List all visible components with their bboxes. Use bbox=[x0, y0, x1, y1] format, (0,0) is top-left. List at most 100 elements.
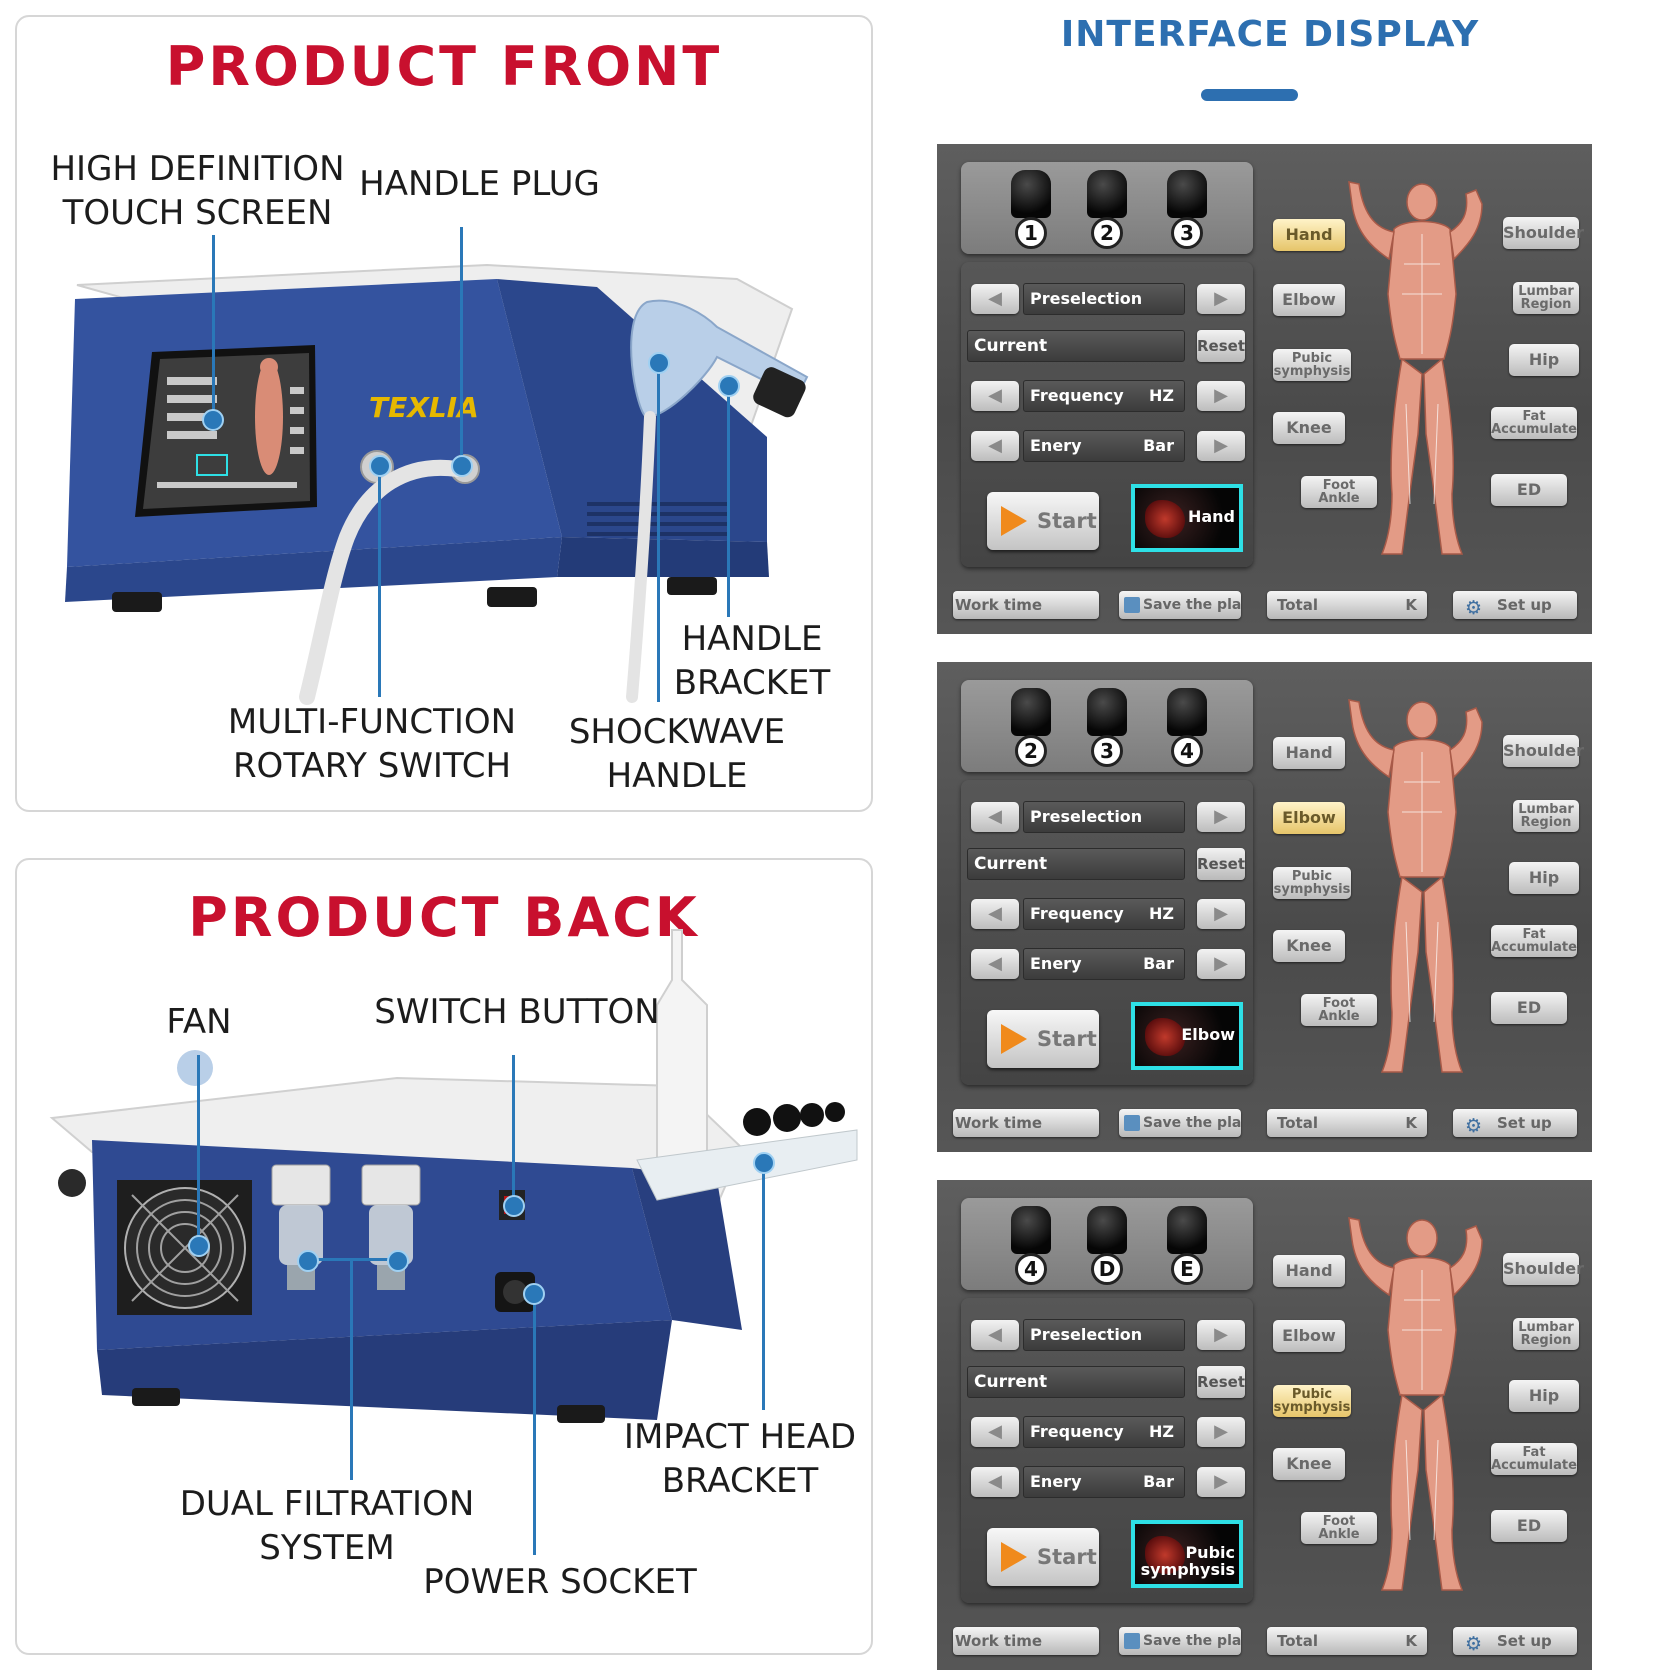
body-part-lumbar-region-button[interactable]: Lumbar Region bbox=[1513, 800, 1579, 832]
preselection-prev-button[interactable]: ◀ bbox=[971, 1320, 1019, 1350]
energy-field: Enery Bar bbox=[1023, 948, 1185, 980]
body-part-hand-button[interactable]: Hand bbox=[1273, 1255, 1345, 1287]
preselection-next-button[interactable]: ▶ bbox=[1197, 802, 1245, 832]
energy-next-button[interactable]: ▶ bbox=[1197, 1467, 1245, 1497]
frequency-prev-button[interactable]: ◀ bbox=[971, 899, 1019, 929]
energy-next-button[interactable]: ▶ bbox=[1197, 949, 1245, 979]
body-part-fat-accumulate-button[interactable]: Fat Accumulate bbox=[1491, 1443, 1577, 1475]
work-time-button[interactable]: Work time bbox=[953, 1627, 1099, 1655]
work-time-button[interactable]: Work time bbox=[953, 1109, 1099, 1137]
setup-button[interactable]: ⚙ Set up bbox=[1453, 1109, 1577, 1137]
start-button[interactable]: Start bbox=[987, 492, 1099, 550]
save-icon bbox=[1124, 597, 1140, 613]
head-number[interactable]: 2 bbox=[1015, 735, 1047, 767]
body-part-knee-button[interactable]: Knee bbox=[1273, 412, 1345, 444]
preselection-next-button[interactable]: ▶ bbox=[1197, 1320, 1245, 1350]
body-part-shoulder-button[interactable]: Shoulder bbox=[1503, 217, 1584, 249]
work-time-button[interactable]: Work time bbox=[953, 591, 1099, 619]
frequency-prev-button[interactable]: ◀ bbox=[971, 1417, 1019, 1447]
reset-button[interactable]: Reset bbox=[1197, 330, 1245, 362]
body-part-elbow-button[interactable]: Elbow bbox=[1273, 802, 1345, 834]
shockwave-handle-label-line2: HANDLE bbox=[606, 756, 748, 796]
setup-button[interactable]: ⚙ Set up bbox=[1453, 1627, 1577, 1655]
head-number[interactable]: 2 bbox=[1091, 217, 1123, 249]
body-part-foot-ankle-button[interactable]: Foot Ankle bbox=[1301, 1512, 1377, 1544]
start-label: Start bbox=[1037, 509, 1097, 533]
total-button[interactable]: Total K bbox=[1267, 591, 1427, 619]
controls-panel: ◀ Preselection ▶ Current Reset ◀ Frequen… bbox=[961, 262, 1253, 567]
body-part-image-icon bbox=[1145, 500, 1185, 538]
impact-head-icon bbox=[1011, 170, 1051, 218]
energy-prev-button[interactable]: ◀ bbox=[971, 1467, 1019, 1497]
fan-label: FAN bbox=[166, 1002, 232, 1042]
frequency-prev-button[interactable]: ◀ bbox=[971, 381, 1019, 411]
body-part-lumbar-region-button[interactable]: Lumbar Region bbox=[1513, 282, 1579, 314]
current-field: Current bbox=[967, 1366, 1185, 1398]
frequency-next-button[interactable]: ▶ bbox=[1197, 899, 1245, 929]
body-part-hand-button[interactable]: Hand bbox=[1273, 737, 1345, 769]
body-part-shoulder-button[interactable]: Shoulder bbox=[1503, 1253, 1584, 1285]
body-part-lumbar-region-button[interactable]: Lumbar Region bbox=[1513, 1318, 1579, 1350]
body-part-fat-accumulate-button[interactable]: Fat Accumulate bbox=[1491, 925, 1577, 957]
body-part-shoulder-button[interactable]: Shoulder bbox=[1503, 735, 1584, 767]
body-part-hip-button[interactable]: Hip bbox=[1509, 862, 1579, 894]
body-part-knee-button[interactable]: Knee bbox=[1273, 930, 1345, 962]
energy-prev-button[interactable]: ◀ bbox=[971, 949, 1019, 979]
head-number[interactable]: 4 bbox=[1015, 1253, 1047, 1285]
body-part-hip-button[interactable]: Hip bbox=[1509, 1380, 1579, 1412]
total-button[interactable]: Total K bbox=[1267, 1109, 1427, 1137]
head-number[interactable]: 3 bbox=[1091, 735, 1123, 767]
muscle-figure-icon bbox=[1348, 181, 1483, 555]
body-part-fat-accumulate-button[interactable]: Fat Accumulate bbox=[1491, 407, 1577, 439]
rotary-switch-dot bbox=[369, 455, 391, 477]
head-number[interactable]: 3 bbox=[1171, 217, 1203, 249]
gear-icon: ⚙ bbox=[1465, 1115, 1483, 1137]
dual-filtration-label-line2: SYSTEM bbox=[259, 1528, 395, 1568]
product-back-panel: PRODUCT BACK bbox=[15, 858, 873, 1655]
frequency-next-button[interactable]: ▶ bbox=[1197, 1417, 1245, 1447]
body-part-hip-button[interactable]: Hip bbox=[1509, 344, 1579, 376]
save-plan-label: Save the plan bbox=[1143, 1115, 1241, 1131]
setup-button[interactable]: ⚙ Set up bbox=[1453, 591, 1577, 619]
head-number[interactable]: D bbox=[1091, 1253, 1123, 1285]
reset-button[interactable]: Reset bbox=[1197, 1366, 1245, 1398]
head-number[interactable]: 1 bbox=[1015, 217, 1047, 249]
energy-next-button[interactable]: ▶ bbox=[1197, 431, 1245, 461]
energy-prev-button[interactable]: ◀ bbox=[971, 431, 1019, 461]
frequency-unit: HZ bbox=[1149, 386, 1174, 405]
rotary-switch-label-line2: ROTARY SWITCH bbox=[232, 746, 512, 786]
save-plan-button[interactable]: Save the plan bbox=[1119, 1627, 1241, 1655]
frequency-next-button[interactable]: ▶ bbox=[1197, 381, 1245, 411]
total-label: Total bbox=[1277, 1114, 1318, 1132]
head-number[interactable]: 4 bbox=[1171, 735, 1203, 767]
start-button[interactable]: Start bbox=[987, 1528, 1099, 1586]
reset-button[interactable]: Reset bbox=[1197, 848, 1245, 880]
total-button[interactable]: Total K bbox=[1267, 1627, 1427, 1655]
body-part-elbow-button[interactable]: Elbow bbox=[1273, 1320, 1345, 1352]
body-part-ed-button[interactable]: ED bbox=[1491, 1510, 1567, 1542]
foot-label-line1: Foot bbox=[1322, 996, 1356, 1011]
preselection-prev-button[interactable]: ◀ bbox=[971, 284, 1019, 314]
handle-bracket-label: HANDLE BRACKET bbox=[667, 617, 837, 705]
head-number[interactable]: E bbox=[1171, 1253, 1203, 1285]
dual-filtration-label-line1: DUAL FILTRATION bbox=[179, 1484, 475, 1524]
body-part-foot-ankle-button[interactable]: Foot Ankle bbox=[1301, 476, 1377, 508]
body-part-ed-button[interactable]: ED bbox=[1491, 474, 1567, 506]
start-button[interactable]: Start bbox=[987, 1010, 1099, 1068]
body-part-pubic-symphysis-button[interactable]: Pubic symphysis bbox=[1273, 349, 1351, 381]
body-part-hand-button[interactable]: Hand bbox=[1273, 219, 1345, 251]
body-part-foot-ankle-button[interactable]: Foot Ankle bbox=[1301, 994, 1377, 1026]
fat-label-line2: Accumulate bbox=[1491, 422, 1577, 437]
save-plan-button[interactable]: Save the plan bbox=[1119, 591, 1241, 619]
body-part-pubic-symphysis-button[interactable]: Pubic symphysis bbox=[1273, 1385, 1351, 1417]
save-plan-button[interactable]: Save the plan bbox=[1119, 1109, 1241, 1137]
preselection-next-button[interactable]: ▶ bbox=[1197, 284, 1245, 314]
preselection-prev-button[interactable]: ◀ bbox=[971, 802, 1019, 832]
body-part-knee-button[interactable]: Knee bbox=[1273, 1448, 1345, 1480]
frequency-field: Frequency HZ bbox=[1023, 1416, 1185, 1448]
body-part-elbow-button[interactable]: Elbow bbox=[1273, 284, 1345, 316]
body-part-ed-button[interactable]: ED bbox=[1491, 992, 1567, 1024]
body-part-pubic-symphysis-button[interactable]: Pubic symphysis bbox=[1273, 867, 1351, 899]
heading-underline bbox=[1201, 89, 1298, 101]
